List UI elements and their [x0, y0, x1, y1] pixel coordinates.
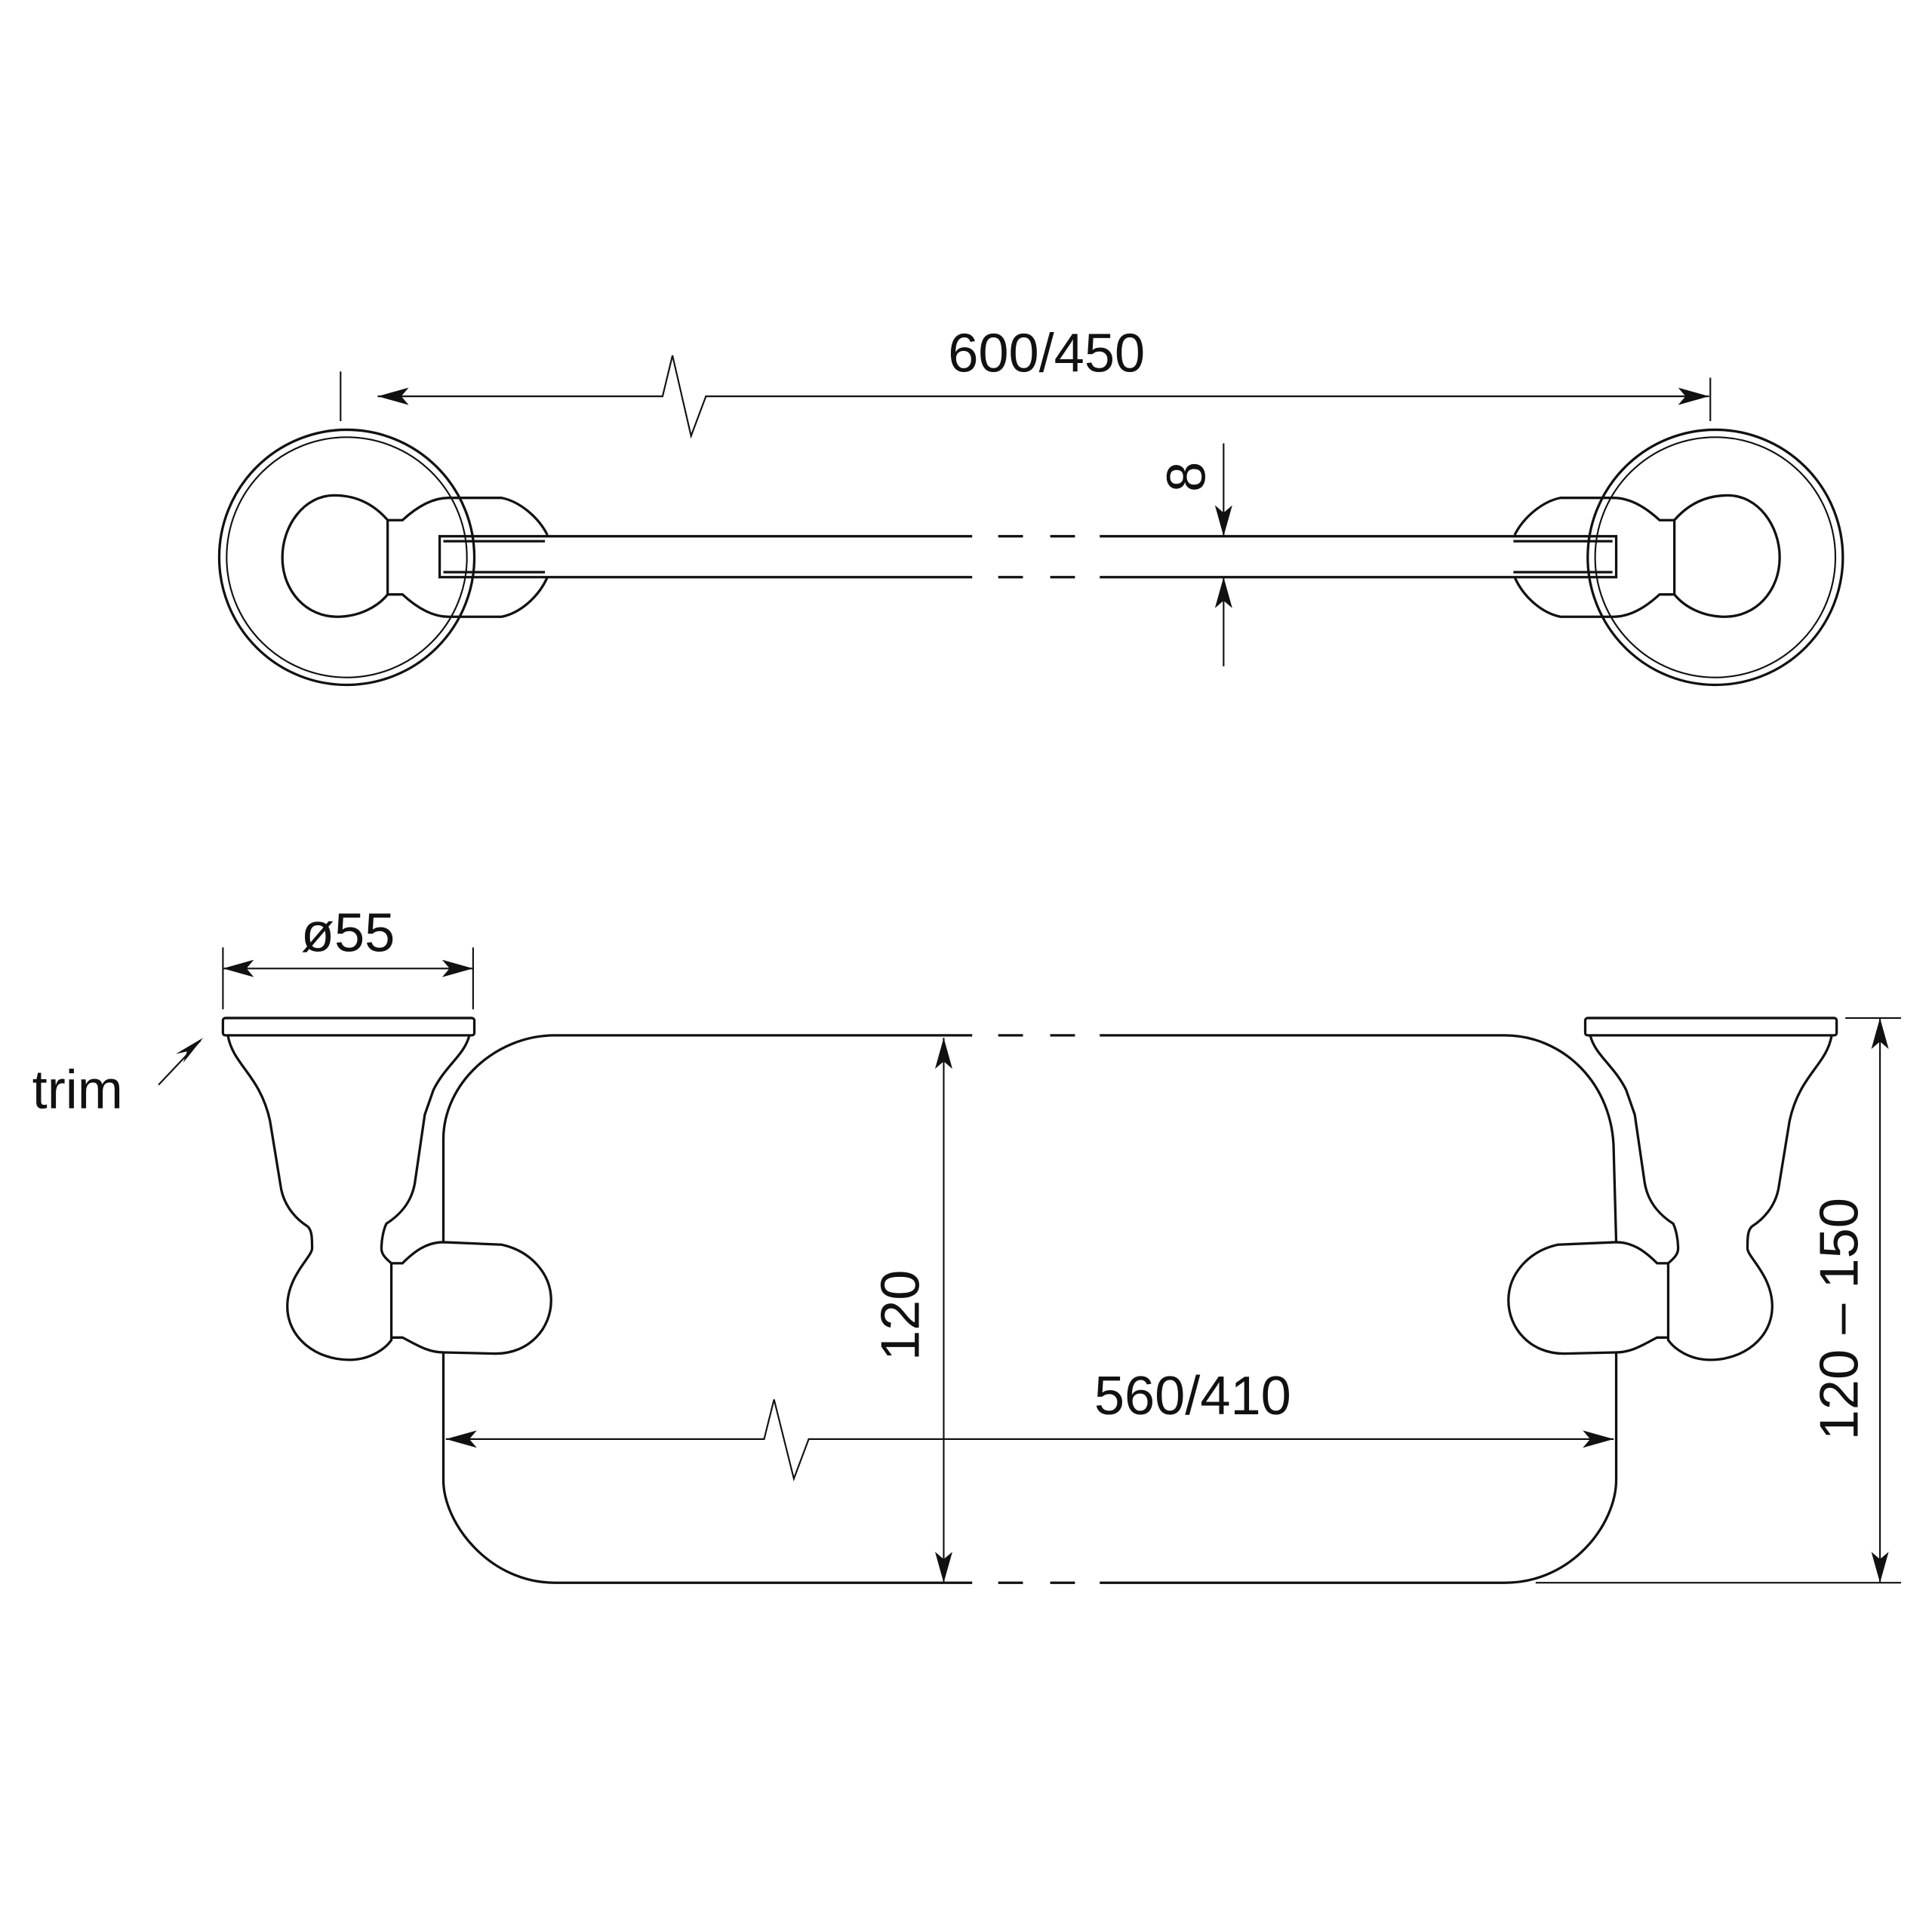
bar-thickness-label: 8 [1157, 462, 1217, 492]
dimension-overall-length: 600/450 [340, 323, 1712, 439]
right-bracket [1507, 1017, 1838, 1361]
overall-length-label: 600/450 [948, 323, 1145, 383]
dimension-inner-length: 560/410 [445, 1366, 1614, 1481]
wall-projection-label: 120 – 150 [1810, 1198, 1870, 1440]
bar-projection-label: 120 [871, 1270, 931, 1361]
dimension-wall-projection: 120 – 150 [1535, 1017, 1901, 1584]
front-view: ø55 trim 120 560/410 120 – 150 [32, 903, 1901, 1584]
left-rosette [217, 428, 549, 687]
towel-bar-top [438, 534, 1618, 579]
trim-label: trim [32, 1060, 123, 1121]
top-view: 600/450 8 [217, 323, 1844, 687]
trim-callout: trim [32, 1038, 204, 1121]
right-rosette [1513, 428, 1844, 687]
left-bracket [221, 1017, 552, 1361]
dimension-bar-thickness: 8 [1157, 443, 1232, 666]
dimension-bar-projection: 120 [871, 1038, 952, 1583]
base-diameter-label: ø55 [301, 903, 395, 963]
inner-length-label: 560/410 [1094, 1366, 1291, 1426]
dimension-base-diameter: ø55 [222, 903, 474, 1010]
towel-bar-front [441, 1034, 1618, 1584]
